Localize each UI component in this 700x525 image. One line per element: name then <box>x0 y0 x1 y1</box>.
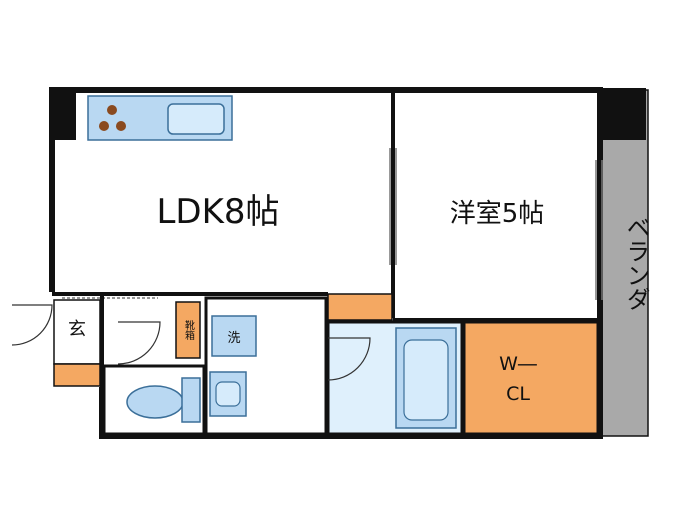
washing-machine <box>211 315 257 357</box>
storage-ldk <box>327 293 393 321</box>
walk-in-closet <box>462 320 600 436</box>
wash-basin-bowl <box>215 381 241 407</box>
entrance-label: 玄 <box>68 319 86 340</box>
pillar-top-right <box>598 88 646 140</box>
entrance-step <box>53 363 101 387</box>
veranda-area <box>597 89 649 437</box>
shoe-box <box>175 301 201 359</box>
entrance-area <box>53 299 101 365</box>
ldk-label: LDK8帖 <box>156 192 279 232</box>
hall-door-swing <box>117 321 161 365</box>
pillar-top-left <box>50 88 76 140</box>
washer-label: 洗 <box>227 331 240 346</box>
wic-label-line1: W― <box>499 353 537 375</box>
bathroom-door-swing <box>327 337 371 381</box>
veranda-label: ベランダ <box>622 215 650 311</box>
western-room-label: 洋室5帖 <box>450 199 545 229</box>
kitchen-sink <box>167 103 225 135</box>
stove-icon <box>99 105 126 131</box>
entrance-door-swing <box>11 304 53 346</box>
shoe-box-label: 靴箱 <box>183 319 195 341</box>
wic-label-line2: CL <box>506 383 530 405</box>
toilet-tank <box>181 377 201 423</box>
bathtub-inner <box>403 339 449 421</box>
toilet-bowl <box>126 385 184 419</box>
